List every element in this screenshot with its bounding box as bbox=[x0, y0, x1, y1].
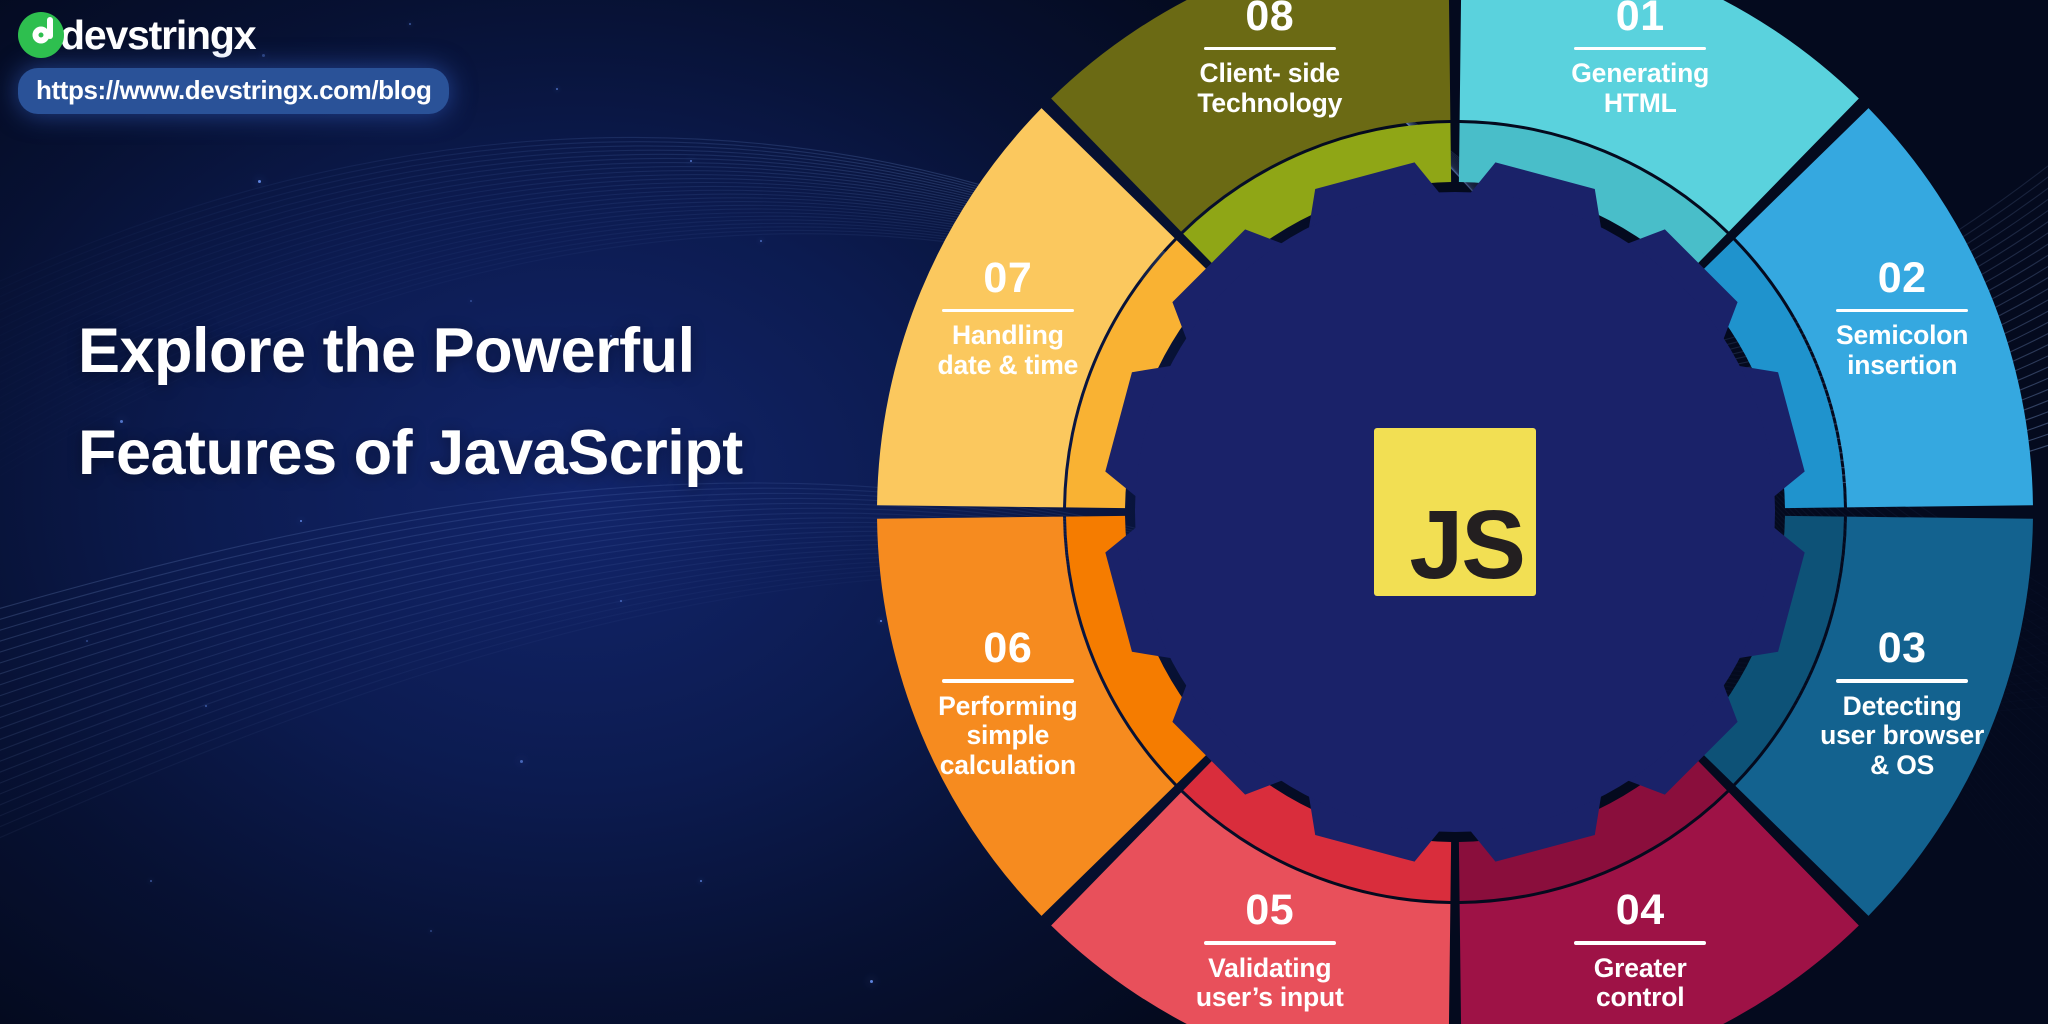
donut-slice-03[interactable] bbox=[1735, 516, 2033, 916]
logo-row: devstringx bbox=[18, 12, 449, 58]
donut-slice-04[interactable] bbox=[1459, 792, 1859, 1024]
donut-slice-08[interactable] bbox=[1051, 0, 1451, 232]
page-title-line-1: Explore the Powerful bbox=[78, 316, 695, 386]
donut-slice-01[interactable] bbox=[1459, 0, 1859, 232]
donut-slice-02[interactable] bbox=[1735, 108, 2033, 508]
donut-slice-07[interactable] bbox=[877, 108, 1175, 508]
donut-slice-06[interactable] bbox=[877, 516, 1175, 916]
page-title-line-2: Features of JavaScript bbox=[78, 418, 743, 489]
brand-logo-block: devstringx https://www.devstringx.com/bl… bbox=[18, 12, 450, 114]
javascript-logo-text: JS bbox=[1409, 489, 1526, 599]
page-title: Explore the Powerful Features of JavaScr… bbox=[78, 300, 743, 504]
brand-name: devstringx bbox=[60, 11, 257, 58]
devstringx-d-icon bbox=[18, 12, 64, 58]
javascript-logo-badge: JS bbox=[1374, 428, 1536, 596]
donut-svg bbox=[877, 0, 2033, 1024]
blog-url-badge[interactable]: https://www.devstringx.com/blog bbox=[18, 68, 450, 114]
donut-slice-05[interactable] bbox=[1051, 792, 1451, 1024]
